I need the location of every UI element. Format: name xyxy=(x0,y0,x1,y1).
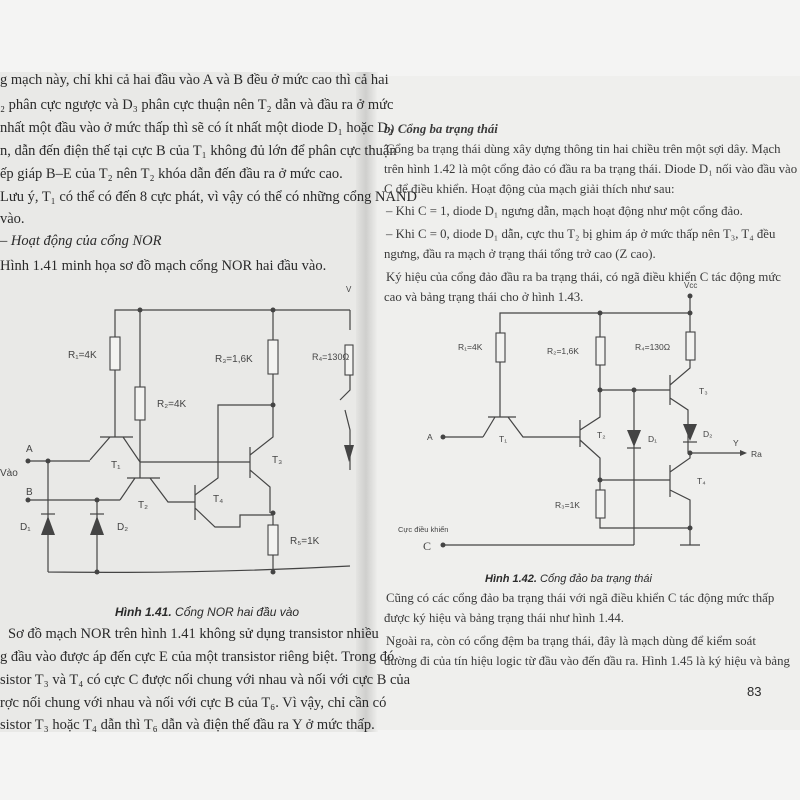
book-spine xyxy=(356,72,378,732)
resistor-r3 xyxy=(595,489,606,519)
caption-number: Hình 1.41. xyxy=(115,605,172,619)
arrow-output-icon xyxy=(740,450,747,456)
text-line: nhất một đầu vào ở mức thấp thì sẽ có ít… xyxy=(0,120,393,136)
label-t1: T₁ xyxy=(499,434,507,444)
nor-gate-circuit: R₁=4K R₂=4K R₃=1,6K R₄=130Ω R₅=1K T₁ T₂ … xyxy=(0,285,354,575)
label-r3: R₃=1K xyxy=(555,500,580,510)
page-number: 83 xyxy=(747,684,762,699)
text-line: được ký hiệu và bảng trạng thái như hình… xyxy=(384,611,624,625)
diode-d3-icon xyxy=(344,445,354,462)
label-r2: R₂=4K xyxy=(157,399,187,410)
label-vcc: V xyxy=(346,285,352,294)
section-heading: b) Cổng ba trạng thái xyxy=(384,122,498,136)
text-line: Cũng có các cổng đảo ba trạng thái với n… xyxy=(386,591,775,605)
label-r4: R₄=130Ω xyxy=(635,342,670,352)
label-t4: T₄ xyxy=(697,476,706,486)
label-t2: T₂ xyxy=(597,430,606,440)
resistor-r1 xyxy=(495,332,506,363)
text-line: ₂ phân cực ngược và D₃ phân cực thuận nê… xyxy=(0,97,394,113)
resistor-r4 xyxy=(685,331,696,361)
text-line: Sơ đồ mạch NOR trên hình 1.41 không sử d… xyxy=(8,626,379,642)
diode-d1-icon xyxy=(627,430,641,447)
label-input-b: B xyxy=(26,487,33,498)
text-line: g mạch này, chỉ khi cả hai đầu vào A và … xyxy=(0,72,389,88)
caption-text: Cổng đảo ba trạng thái xyxy=(536,573,652,585)
label-r5: R₅=1K xyxy=(290,536,320,547)
text-line: Lưu ý, T₁ có thể có đến 8 cực phát, vì v… xyxy=(0,189,417,205)
label-control: Cực điều khiển xyxy=(398,525,448,534)
figure-caption: Hình 1.41. Cổng NOR hai đầu vào xyxy=(115,604,299,620)
label-t3: T₃ xyxy=(699,386,708,396)
label-input: Vào xyxy=(0,468,18,479)
resistor-r2 xyxy=(134,386,146,421)
text-line: g đầu vào được áp đến cực E của một tran… xyxy=(0,649,395,665)
caption-text: Cổng NOR hai đầu vào xyxy=(171,605,300,619)
label-t3: T₃ xyxy=(272,455,282,466)
label-t1: T₁ xyxy=(111,460,121,471)
text-line: ếp giáp B–E của T₂ nên T₂ khóa dẫn đến đ… xyxy=(0,166,343,182)
resistor-r1 xyxy=(109,336,121,371)
text-line: Ngoài ra, còn có cổng đệm ba trạng thái,… xyxy=(386,634,756,648)
diode-d1-icon xyxy=(41,516,55,535)
right-page xyxy=(366,76,800,730)
text-line: ngưng, đầu ra mạch ở trạng thái tổng trở… xyxy=(384,247,656,261)
figure-caption: Hình 1.42. Cổng đảo ba trạng thái xyxy=(485,571,652,587)
label-d2: D₂ xyxy=(703,429,712,439)
section-heading: – Hoạt động của cổng NOR xyxy=(0,233,162,249)
text-line: sistor T₃ hoặc T₄ dẫn thì T₆ dẫn và điện… xyxy=(0,717,375,733)
label-r1: R₁=4K xyxy=(458,342,483,352)
label-t2: T₂ xyxy=(138,500,148,511)
resistor-r3 xyxy=(267,339,279,375)
label-r1: R₁=4K xyxy=(68,350,97,361)
text-line: Hình 1.41 minh họa sơ đồ mạch cổng NOR h… xyxy=(0,258,327,274)
text-line: đường đi của tín hiệu logic từ đầu vào đ… xyxy=(384,654,790,668)
resistor-r2 xyxy=(595,336,606,366)
text-line: – Khi C = 1, diode D₁ ngưng dẫn, mạch ho… xyxy=(386,204,743,218)
text-line: sistor T₃ và T₄ có cực C được nối chung … xyxy=(0,672,411,688)
caption-number: Hình 1.42. xyxy=(485,573,537,585)
text-line: Cổng ba trạng thái dùng xây dựng thông t… xyxy=(386,142,781,156)
resistor-r5 xyxy=(267,524,279,556)
label-y: Y xyxy=(733,438,739,448)
label-input-a: A xyxy=(26,444,33,455)
label-vcc: Vcc xyxy=(684,281,697,290)
left-page xyxy=(0,72,366,732)
text-line: – Khi C = 0, diode D₁ dẫn, cực thu T₂ bị… xyxy=(386,227,776,241)
label-d1: D₁ xyxy=(20,522,31,533)
label-output: Ra xyxy=(751,449,762,459)
label-c: C xyxy=(423,539,431,553)
label-t4: T₄ xyxy=(213,494,223,505)
text-line: cao và bảng trạng thái cho ở hình 1.43. xyxy=(384,290,584,304)
label-r2: R₂=1,6K xyxy=(547,346,579,356)
resistor-r4 xyxy=(344,344,354,376)
text-line: n, dẫn đến điện thế tại cực B của T₁ khô… xyxy=(0,143,397,159)
label-d2: D₂ xyxy=(117,522,128,533)
text-line: vào. xyxy=(0,211,25,227)
tristate-inverter-circuit: Vcc R₁=4K R₂=1,6K R₄=130Ω R₃=1K T₁ T₂ T₃… xyxy=(398,281,762,553)
text-line: rợc nối chung với nhau và nối với cực B … xyxy=(0,695,387,711)
text-line: trên hình 1.42 là một cổng đảo có đầu ra… xyxy=(384,162,798,176)
text-line: Ký hiệu của cổng đảo đầu ra ba trạng thá… xyxy=(386,270,781,284)
label-r3: R₃=1,6K xyxy=(215,354,253,365)
label-d1: D₁ xyxy=(648,434,657,444)
label-input-a: A xyxy=(427,432,433,442)
diode-d2-icon xyxy=(683,424,697,441)
text-line: C để điều khiển. Hoạt động của mạch giải… xyxy=(384,182,675,196)
label-r4: R₄=130Ω xyxy=(312,352,349,362)
diode-d2-icon xyxy=(90,516,104,535)
